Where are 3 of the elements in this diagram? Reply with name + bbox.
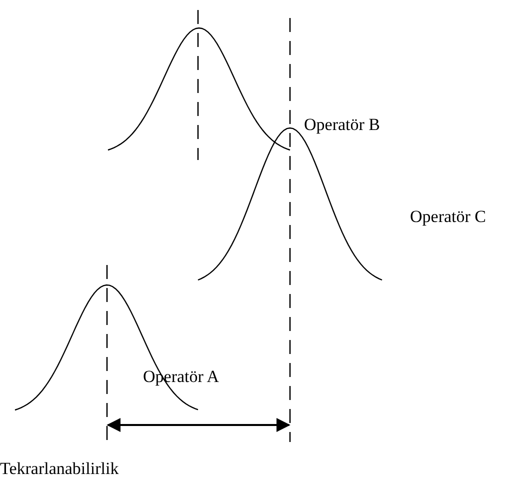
curve-label: Operatör B — [304, 116, 380, 135]
curve-label: Operatör C — [410, 208, 486, 227]
dimension-label: Tekrarlanabilirlik — [0, 460, 119, 479]
